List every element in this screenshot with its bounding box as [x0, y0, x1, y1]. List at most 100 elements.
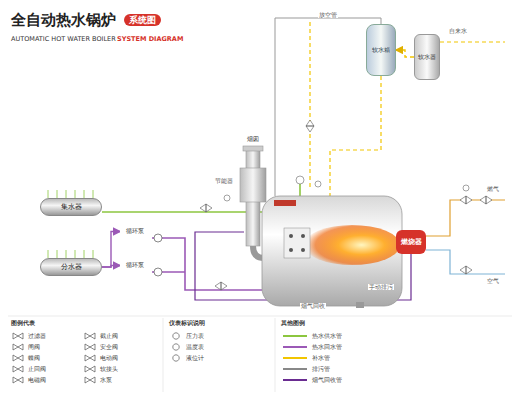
text-label: AUTOMATIC HOT WATER BOILER	[10, 36, 117, 43]
gas-pipe	[426, 200, 505, 236]
legend-item: 温度表	[170, 343, 204, 351]
text-label: 放空管	[318, 12, 338, 18]
equipment-node: 烟囱	[238, 134, 268, 145]
text-label: 节能器	[214, 178, 234, 184]
legend-text: 液位计	[186, 355, 204, 362]
legend-symbol-shape	[85, 355, 95, 361]
legend-frame	[8, 316, 512, 392]
text-label: 燃气	[486, 186, 500, 192]
legend-item: 过滤器	[12, 332, 46, 340]
node-label: 循环泵	[126, 261, 144, 270]
legend-text: 温度表	[186, 344, 204, 351]
legend-text: 截止阀	[100, 333, 118, 340]
equipment-node: 软水箱	[366, 24, 396, 76]
legend-symbol-shape	[13, 377, 23, 383]
legend-item: 截止阀	[84, 332, 118, 340]
legend-item: 闸阀	[12, 343, 40, 351]
legend-symbol-shape	[13, 344, 23, 350]
legend-swatch	[282, 332, 308, 340]
return-pipe	[152, 238, 262, 290]
legend-text: 电磁阀	[28, 377, 46, 384]
legend-item: 液位计	[170, 354, 204, 362]
branch-riser	[57, 190, 58, 198]
branch-riser	[75, 250, 76, 258]
legend-item: 烟气回收管	[282, 376, 342, 384]
legend-symbol-shape	[173, 355, 179, 361]
legend-symbol	[84, 332, 96, 340]
branch-riser	[66, 250, 67, 258]
pump-symbols	[154, 234, 162, 276]
legend-text: 电动阀	[100, 355, 118, 362]
text-label: 仪表标识说明	[168, 320, 206, 327]
legend-line	[283, 357, 307, 359]
legend-line	[283, 368, 307, 370]
legend-symbol	[12, 354, 24, 362]
branch-riser	[93, 250, 94, 258]
text-label: 手动排污	[368, 284, 394, 290]
legend-text: 过滤器	[28, 333, 46, 340]
diagram-title: 全自动热水锅炉	[10, 12, 117, 29]
legend-item: 止回阀	[12, 365, 46, 373]
node-label: 集水器	[61, 202, 82, 212]
tap-water-pipe	[440, 41, 505, 42]
legend-swatch	[282, 354, 308, 362]
text-label: 烟气回收	[300, 303, 326, 309]
makeup-pipe	[330, 76, 381, 196]
legend-text: 安全阀	[100, 344, 118, 351]
branch-riser	[93, 190, 94, 198]
legend-symbol-shape	[173, 344, 179, 350]
equipment-node: 循环泵	[120, 226, 150, 237]
legend-symbol	[84, 365, 96, 373]
legend-line	[283, 335, 307, 337]
node-label: 烟囱	[247, 135, 259, 144]
equipment-node: 循环泵	[120, 260, 150, 271]
text-label: 自来水	[448, 28, 468, 34]
legend-symbol	[12, 365, 24, 373]
legend-symbol-shape	[85, 333, 95, 339]
supply-pipe	[299, 184, 301, 196]
legend-item: 补水管	[282, 354, 330, 362]
node-label: 循环泵	[126, 227, 144, 236]
legend-text: 热水回水管	[312, 344, 342, 351]
legend-text: 止回阀	[28, 366, 46, 373]
legend-swatch	[282, 343, 308, 351]
equipment-node: 集水器	[40, 198, 102, 216]
text-label: 其他图例	[280, 320, 306, 327]
text-label: SYSTEM DIAGRAM	[116, 36, 184, 43]
pipe-connector	[102, 232, 120, 268]
supply-pipe	[102, 211, 262, 213]
legend-symbol-shape	[85, 366, 95, 372]
legend-symbol-shape	[13, 366, 23, 372]
legend-text: 补水管	[312, 355, 330, 362]
legend-symbol	[12, 343, 24, 351]
legend-text: 软接头	[100, 366, 118, 373]
equipment-node: 分水器	[40, 258, 102, 276]
legend-text: 水泵	[100, 377, 112, 384]
legend-symbol	[84, 343, 96, 351]
legend-symbol	[170, 343, 182, 351]
node-label: 软水箱	[372, 46, 390, 55]
node-label: 燃烧器	[401, 238, 422, 247]
legend-symbol	[12, 332, 24, 340]
legend-item: 蝶阀	[12, 354, 40, 362]
legend-symbol-shape	[13, 355, 23, 361]
pipe-connector	[102, 266, 120, 268]
text-label: 空气	[486, 278, 500, 284]
boiler-body	[262, 196, 402, 308]
branch-riser	[66, 190, 67, 198]
legend-text: 闸阀	[28, 344, 40, 351]
legend-item: 软接头	[84, 365, 118, 373]
legend-item: 电磁阀	[12, 376, 46, 384]
pipe-connector	[396, 50, 414, 57]
node-label: 分水器	[61, 262, 82, 272]
node-label: 软水器	[418, 53, 436, 62]
branch-riser	[75, 190, 76, 198]
legend-symbol	[84, 354, 96, 362]
legend-item: 电动阀	[84, 354, 118, 362]
legend-item: 水泵	[84, 376, 112, 384]
legend-text: 烟气回收管	[312, 377, 342, 384]
text-label: 图例代表	[10, 320, 36, 327]
legend-symbol-shape	[85, 344, 95, 350]
legend-text: 热水供水管	[312, 333, 342, 340]
